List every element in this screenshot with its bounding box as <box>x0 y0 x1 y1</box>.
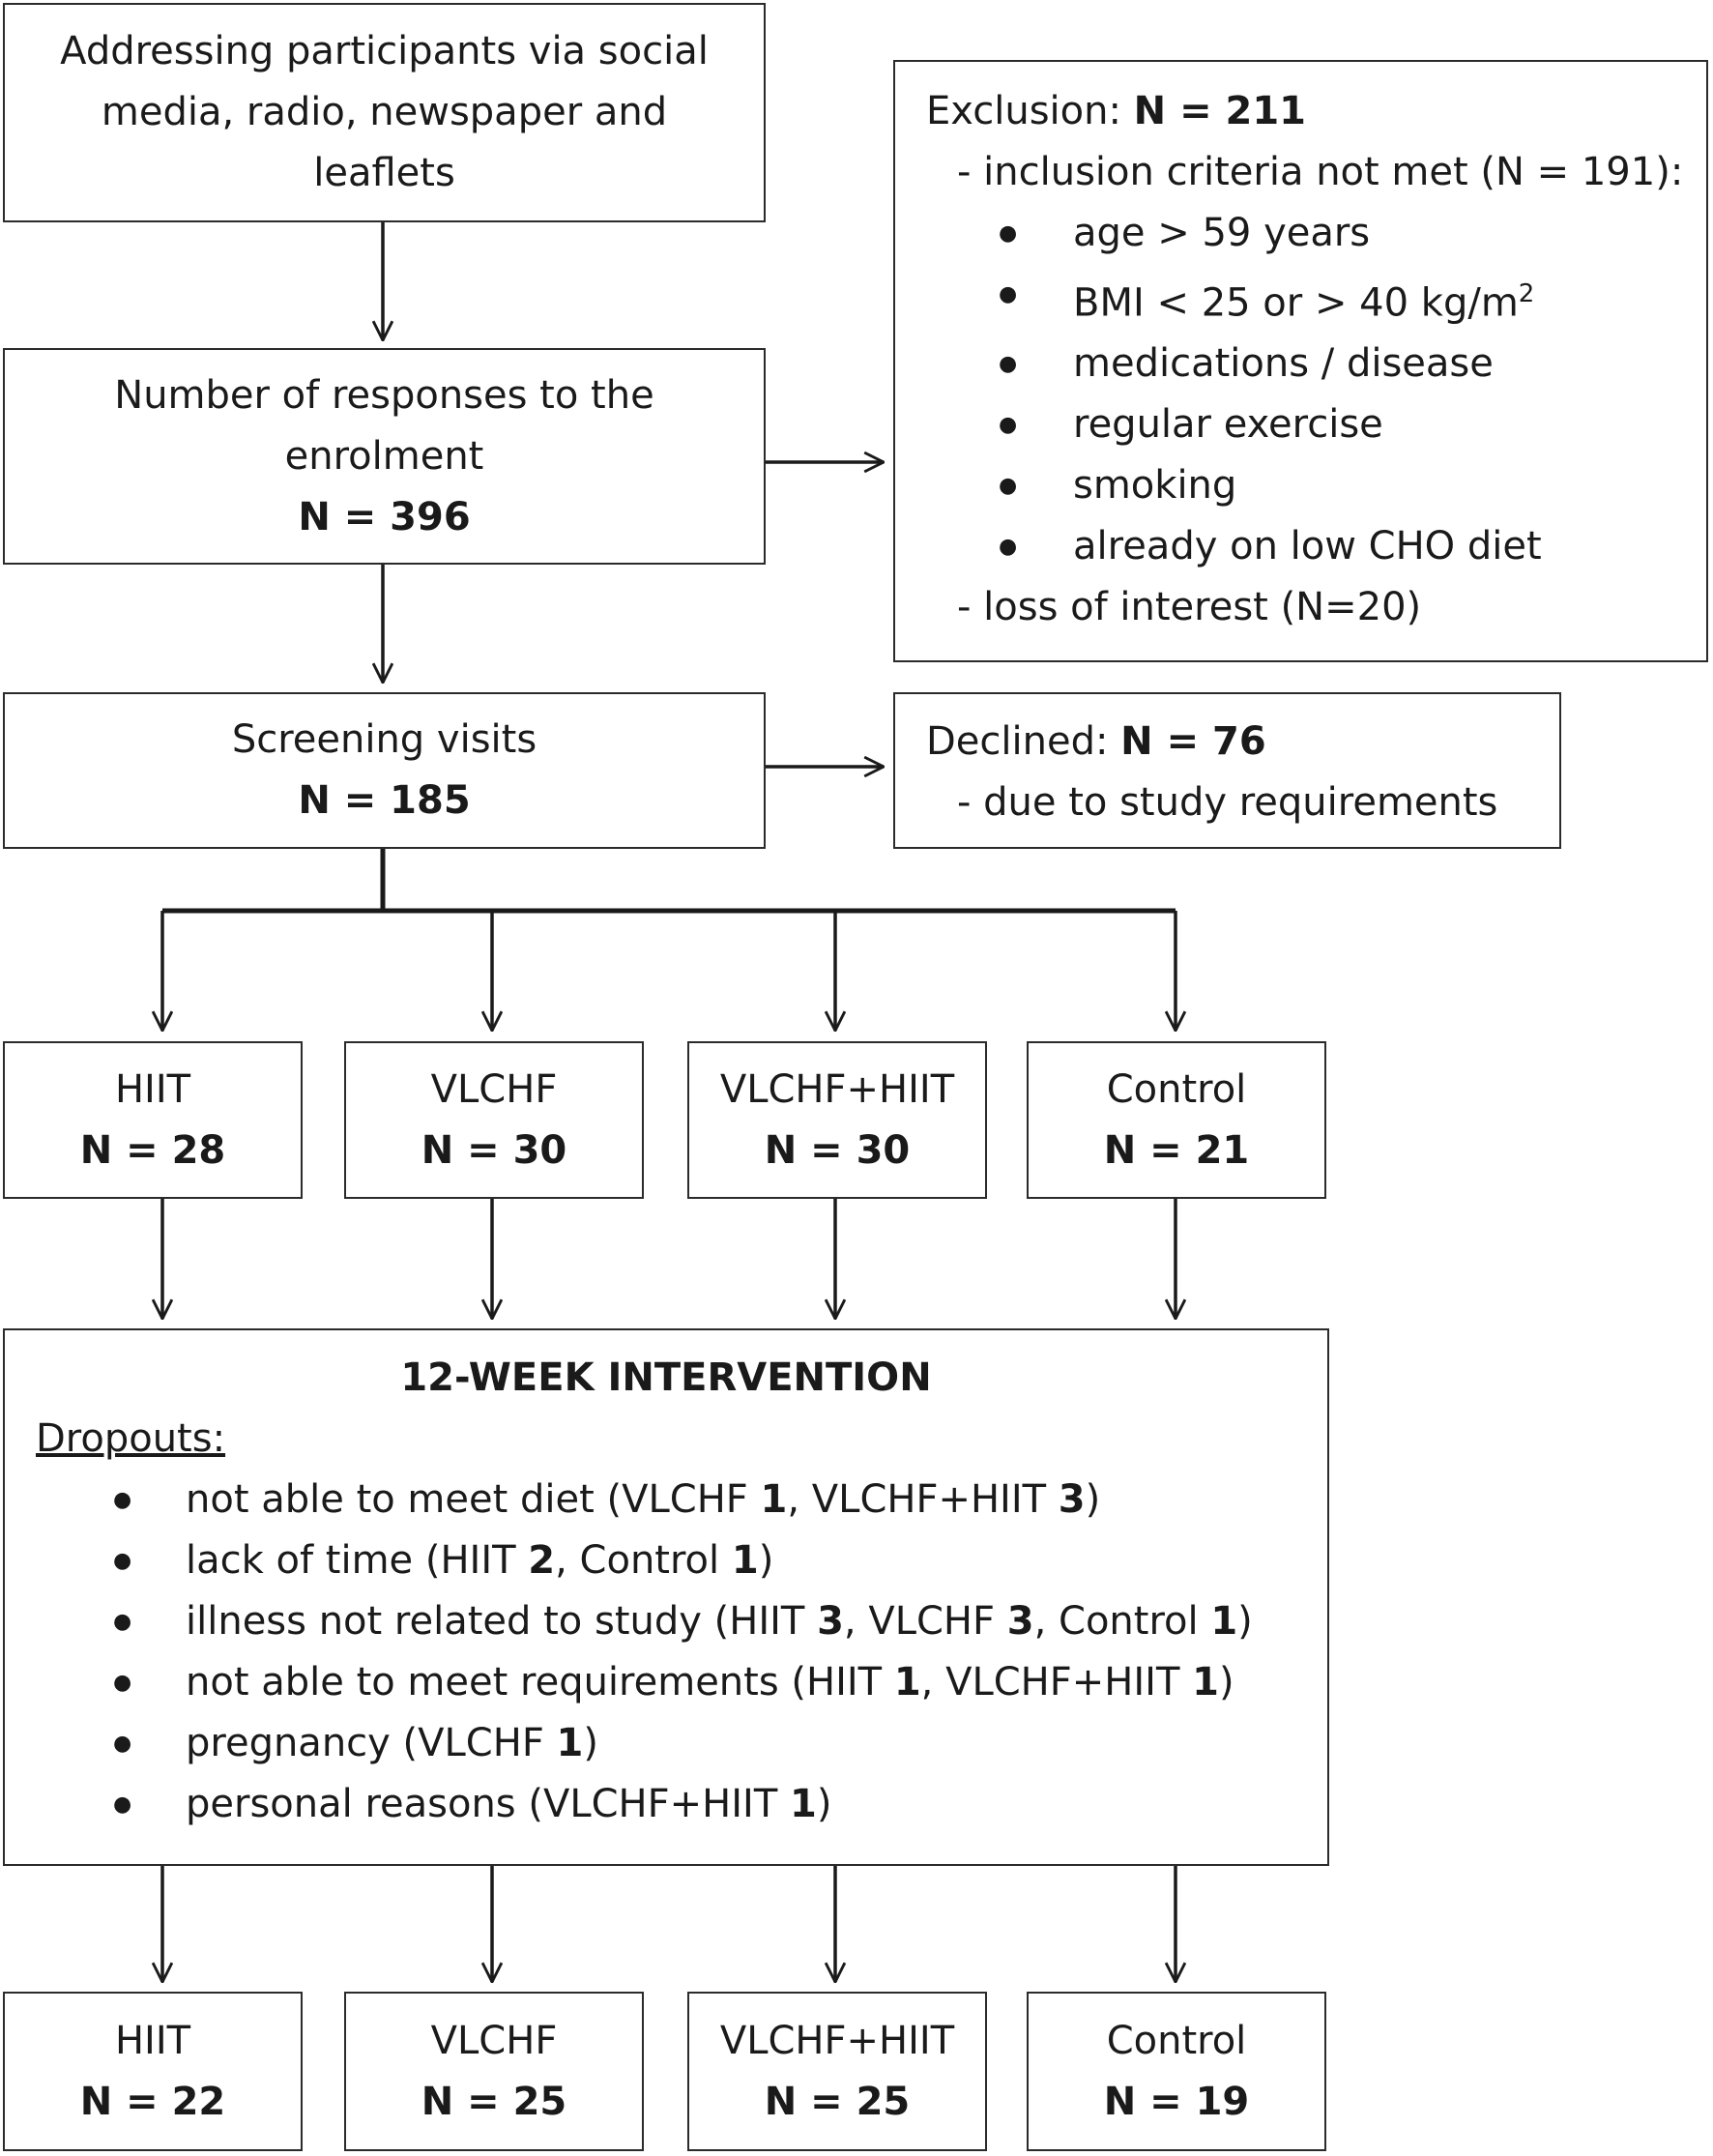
group-name: Control <box>1106 1066 1247 1112</box>
group-start-control: Control N = 21 <box>1027 1041 1326 1199</box>
criterion-smoking: smoking <box>926 455 1706 516</box>
intervention-title: 12-WEEK INTERVENTION <box>400 1355 932 1400</box>
group-count: N = 22 <box>79 2079 226 2124</box>
dropout-item: lack of time (HIIT 2, Control 1) <box>5 1530 1327 1591</box>
responses-box: Number of responses to the enrolment N =… <box>3 348 766 565</box>
exclusion-heading: Exclusion: N = 211 <box>926 81 1706 142</box>
responses-line-2: enrolment <box>284 433 484 479</box>
criterion-age: age > 59 years <box>926 203 1706 264</box>
declined-label: Declined: <box>926 719 1121 764</box>
bmi-superscript: 2 <box>1518 279 1535 308</box>
group-name: HIIT <box>114 1066 191 1112</box>
group-count: N = 30 <box>421 1127 567 1173</box>
responses-count: N = 396 <box>298 494 471 539</box>
group-count: N = 30 <box>764 1127 911 1173</box>
declined-heading: Declined: N = 76 <box>926 712 1559 772</box>
criterion-low-cho: already on low CHO diet <box>926 516 1706 577</box>
criterion-exercise: regular exercise <box>926 394 1706 455</box>
group-name: VLCHF <box>430 2018 558 2063</box>
recruitment-line-3: leaflets <box>313 151 455 195</box>
group-count: N = 19 <box>1103 2079 1250 2124</box>
group-count: N = 28 <box>79 1127 226 1173</box>
group-start-vlchf-hiit: VLCHF+HIIT N = 30 <box>687 1041 987 1199</box>
criterion-bmi: BMI < 25 or > 40 kg/m2 <box>926 264 1706 334</box>
intervention-box: 12-WEEK INTERVENTION Dropouts: not able … <box>3 1328 1329 1866</box>
dropouts-list: not able to meet diet (VLCHF 1, VLCHF+HI… <box>5 1470 1327 1835</box>
group-end-vlchf-hiit: VLCHF+HIIT N = 25 <box>687 1992 987 2151</box>
screening-count: N = 185 <box>298 778 471 823</box>
group-end-vlchf: VLCHF N = 25 <box>344 1992 644 2151</box>
declined-reason: - due to study requirements <box>957 780 1498 825</box>
group-count: N = 21 <box>1103 1127 1250 1173</box>
group-start-hiit: HIIT N = 28 <box>3 1041 303 1199</box>
recruitment-line-2: media, radio, newspaper and <box>101 90 668 134</box>
exclusion-count: N = 211 <box>1133 89 1307 133</box>
dropout-item: not able to meet diet (VLCHF 1, VLCHF+HI… <box>5 1470 1327 1530</box>
group-name: Control <box>1106 2018 1247 2063</box>
exclusion-criteria-list: age > 59 years BMI < 25 or > 40 kg/m2 me… <box>926 203 1706 577</box>
declined-box: Declined: N = 76 - due to study requirem… <box>893 692 1561 849</box>
responses-line-1: Number of responses to the <box>114 372 654 418</box>
group-start-vlchf: VLCHF N = 30 <box>344 1041 644 1199</box>
declined-count: N = 76 <box>1120 719 1266 764</box>
exclusion-box: Exclusion: N = 211 - inclusion criteria … <box>893 60 1708 662</box>
recruitment-line-1: Addressing participants via social <box>60 29 709 73</box>
group-name: VLCHF+HIIT <box>719 1066 955 1112</box>
group-end-control: Control N = 19 <box>1027 1992 1326 2151</box>
group-count: N = 25 <box>764 2079 911 2124</box>
group-count: N = 25 <box>421 2079 567 2124</box>
dropout-item: illness not related to study (HIIT 3, VL… <box>5 1591 1327 1652</box>
dropout-item: pregnancy (VLCHF 1) <box>5 1713 1327 1774</box>
recruitment-box: Addressing participants via social media… <box>3 3 766 222</box>
screening-box: Screening visits N = 185 <box>3 692 766 849</box>
group-name: VLCHF <box>430 1066 558 1112</box>
inclusion-criteria-heading: - inclusion criteria not met (N = 191): <box>957 150 1684 194</box>
dropout-item: not able to meet requirements (HIIT 1, V… <box>5 1652 1327 1713</box>
dropouts-label: Dropouts: <box>36 1416 226 1461</box>
loss-of-interest: - loss of interest (N=20) <box>957 585 1422 630</box>
group-name: HIIT <box>114 2018 191 2063</box>
group-name: VLCHF+HIIT <box>719 2018 955 2063</box>
screening-label: Screening visits <box>231 717 537 762</box>
exclusion-label: Exclusion: <box>926 89 1134 133</box>
criterion-medications: medications / disease <box>926 334 1706 394</box>
group-end-hiit: HIIT N = 22 <box>3 1992 303 2151</box>
dropout-item: personal reasons (VLCHF+HIIT 1) <box>5 1774 1327 1835</box>
